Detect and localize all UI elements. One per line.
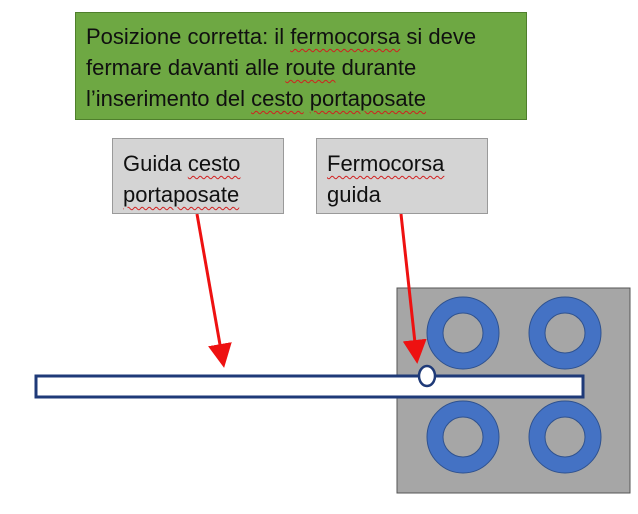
label-guide-line-2: portaposate	[123, 182, 240, 207]
wheel-top-left	[426, 296, 500, 370]
spellcheck-word: route	[285, 55, 336, 80]
spellcheck-word: cesto	[251, 86, 304, 111]
instruction-box: Posizione corretta: il fermocorsa si dev…	[75, 12, 527, 120]
wheel-bottom-left	[426, 400, 500, 474]
label-stop-line-2: guida	[327, 182, 381, 207]
instruction-line-1: Posizione corretta: il fermocorsa si dev…	[86, 24, 477, 49]
instruction-line-3: l’inserimento del cesto portaposate	[86, 86, 426, 111]
wheel-bottom-right	[528, 400, 602, 474]
label-basket-guide: Guida cesto portaposate	[112, 138, 284, 214]
arrow-to-stop	[399, 213, 427, 364]
label-guide-stop: Fermocorsa guida	[316, 138, 488, 214]
basket-guide-rail	[34, 374, 585, 399]
label-guide-line-1: Guida cesto	[123, 151, 241, 176]
arrow-to-guide	[195, 213, 232, 368]
guide-stop-bump	[417, 364, 437, 388]
spellcheck-word: cesto	[187, 151, 241, 176]
wheel-top-right	[528, 296, 602, 370]
label-stop-line-1: Fermocorsa	[327, 151, 445, 176]
instruction-line-2: fermare davanti alle route durante	[86, 55, 417, 80]
spellcheck-word: portaposate	[309, 86, 426, 111]
spellcheck-word: fermocorsa	[290, 24, 401, 49]
